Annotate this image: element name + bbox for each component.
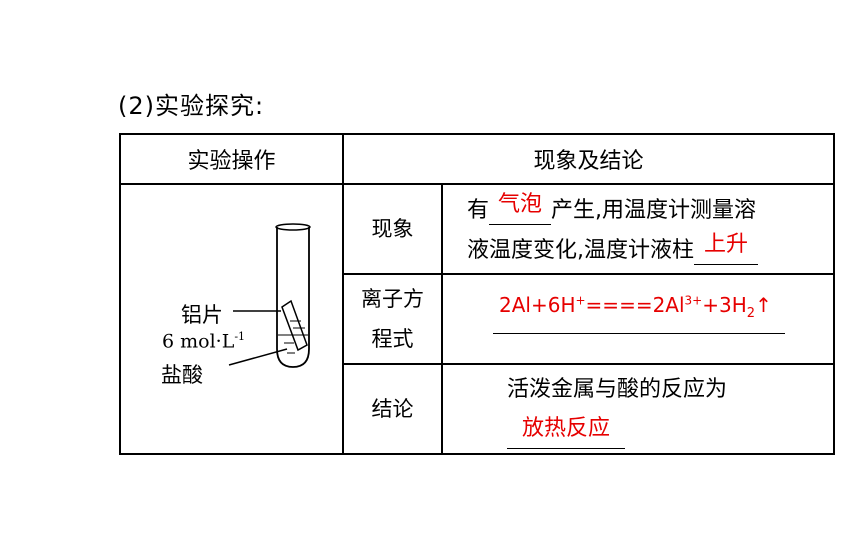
phenomenon-line-1: 有气泡产生,用温度计测量溶: [467, 191, 833, 231]
experiment-table: 实验操作 现象及结论 铝片 6 mol·L-1 盐酸: [119, 133, 835, 455]
section-heading: (2)实验探究:: [118, 92, 265, 120]
conclusion-cell: 活泼金属与酸的反应为 放热反应: [441, 363, 835, 455]
label-aluminum: 铝片: [181, 303, 223, 327]
answer-bubbles: 气泡: [489, 185, 552, 225]
row-label-conclusion: 结论: [342, 363, 443, 455]
conclusion-line-1: 活泼金属与酸的反应为: [507, 376, 728, 402]
label-concentration: 6 mol·L-1: [162, 330, 246, 353]
answer-exothermic: 放热反应: [507, 409, 625, 449]
phenomenon-cell: 有气泡产生,用温度计测量溶 液温度变化,温度计液柱上升: [441, 183, 835, 275]
equation-underline: [493, 333, 785, 334]
answer-ionic-equation: 2Al+6H+====2Al3++3H2↑: [499, 293, 772, 321]
label-hydrochloric-acid: 盐酸: [161, 363, 203, 387]
answer-rise: 上升: [694, 225, 758, 265]
ionic-equation-cell: 2Al+6H+====2Al3++3H2↑: [441, 273, 835, 365]
row-label-phenomenon: 现象: [342, 183, 443, 275]
header-phenomenon-conclusion: 现象及结论: [342, 133, 835, 185]
row-label-ionic-equation: 离子方 程式: [342, 273, 443, 365]
phenomenon-line-2: 液温度变化,温度计液柱上升: [467, 231, 833, 271]
header-operation: 实验操作: [119, 133, 344, 185]
test-tube-diagram: [228, 223, 311, 368]
apparatus-cell: 铝片 6 mol·L-1 盐酸: [119, 183, 344, 455]
